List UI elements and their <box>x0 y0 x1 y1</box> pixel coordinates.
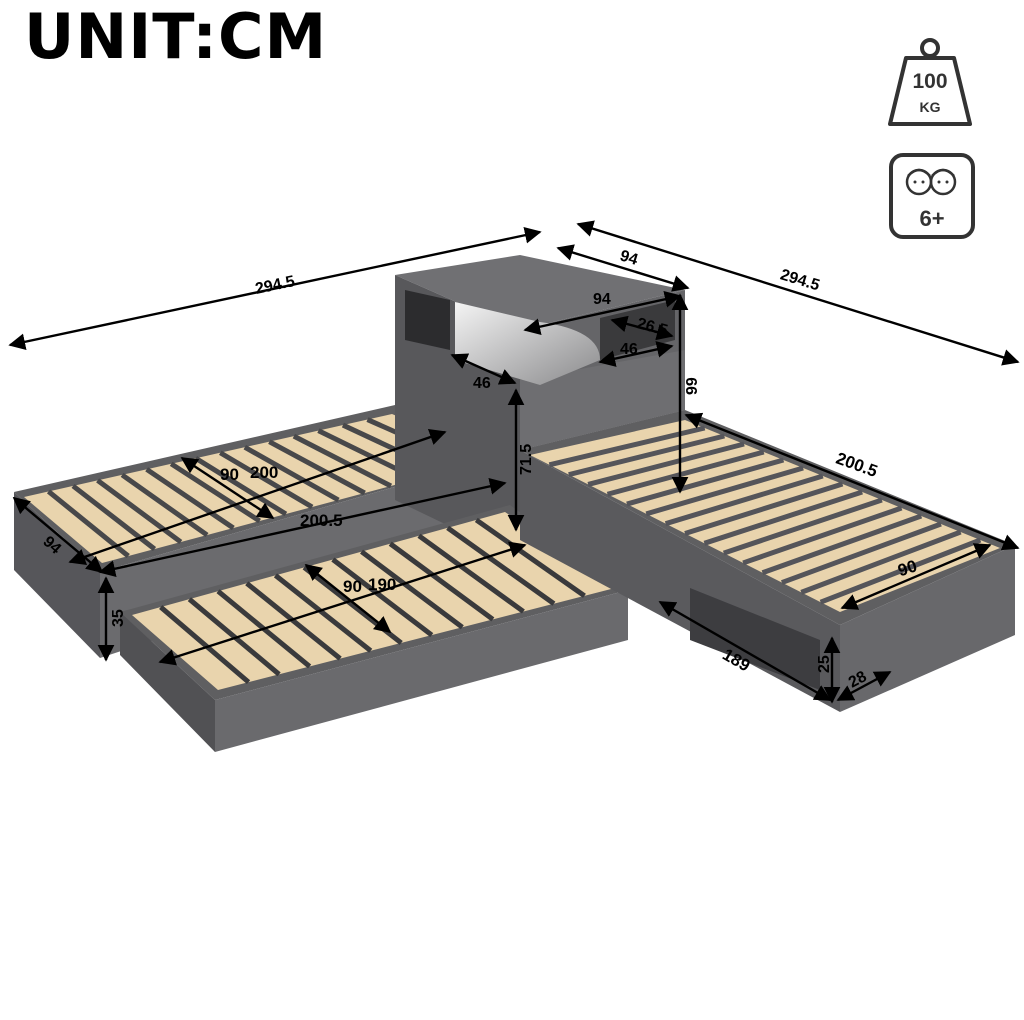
label-cabinet-height: 99 <box>684 377 701 395</box>
label-left-mattress-length: 200 <box>250 463 278 482</box>
dim-line-niche-height <box>610 315 674 341</box>
label-bed-height: 71.5 <box>518 444 535 475</box>
dim-line-trundle-length <box>158 541 527 666</box>
dim-line-right-total <box>576 220 1020 366</box>
label-storage-height: 25 <box>816 655 833 673</box>
label-left-bed-length: 200.5 <box>300 511 343 530</box>
label-right-mattress-width: 90 <box>895 556 919 580</box>
unit-title: UNIT:CM <box>24 0 328 73</box>
dim-line-storage-depth <box>836 670 892 702</box>
dimension-lines <box>8 220 1020 704</box>
label-right-total: 294.5 <box>778 267 821 295</box>
dim-line-storage-length <box>658 600 832 702</box>
weight-icon: 100 KG <box>888 38 972 126</box>
label-left-total: 294.5 <box>254 273 297 298</box>
label-cabinet-top: 94 <box>618 247 640 268</box>
dim-line-cabinet-depth <box>450 353 517 385</box>
label-cabinet-inner: 94 <box>593 291 611 308</box>
label-niche-width: 46 <box>620 341 638 358</box>
dim-line-right-bed-length <box>684 412 1020 551</box>
dim-line-right-mattress-width <box>840 543 992 610</box>
dim-line-left-bed-width <box>12 496 104 574</box>
dim-line-left-total <box>8 226 542 351</box>
weight-unit: KG <box>920 99 941 115</box>
label-left-mattress-width: 90 <box>220 465 239 484</box>
right-bed <box>520 410 1015 712</box>
dim-line-niche-width <box>598 341 674 367</box>
label-trundle-length: 190 <box>368 575 396 594</box>
label-cabinet-depth: 46 <box>473 375 491 392</box>
label-storage-depth: 28 <box>846 668 870 691</box>
children-icon: 6+ <box>889 153 975 239</box>
label-trundle-width: 90 <box>343 577 362 596</box>
dim-line-cabinet-inner <box>523 291 682 335</box>
weight-value: 100 <box>912 70 947 93</box>
label-left-side-height: 35 <box>110 609 127 627</box>
